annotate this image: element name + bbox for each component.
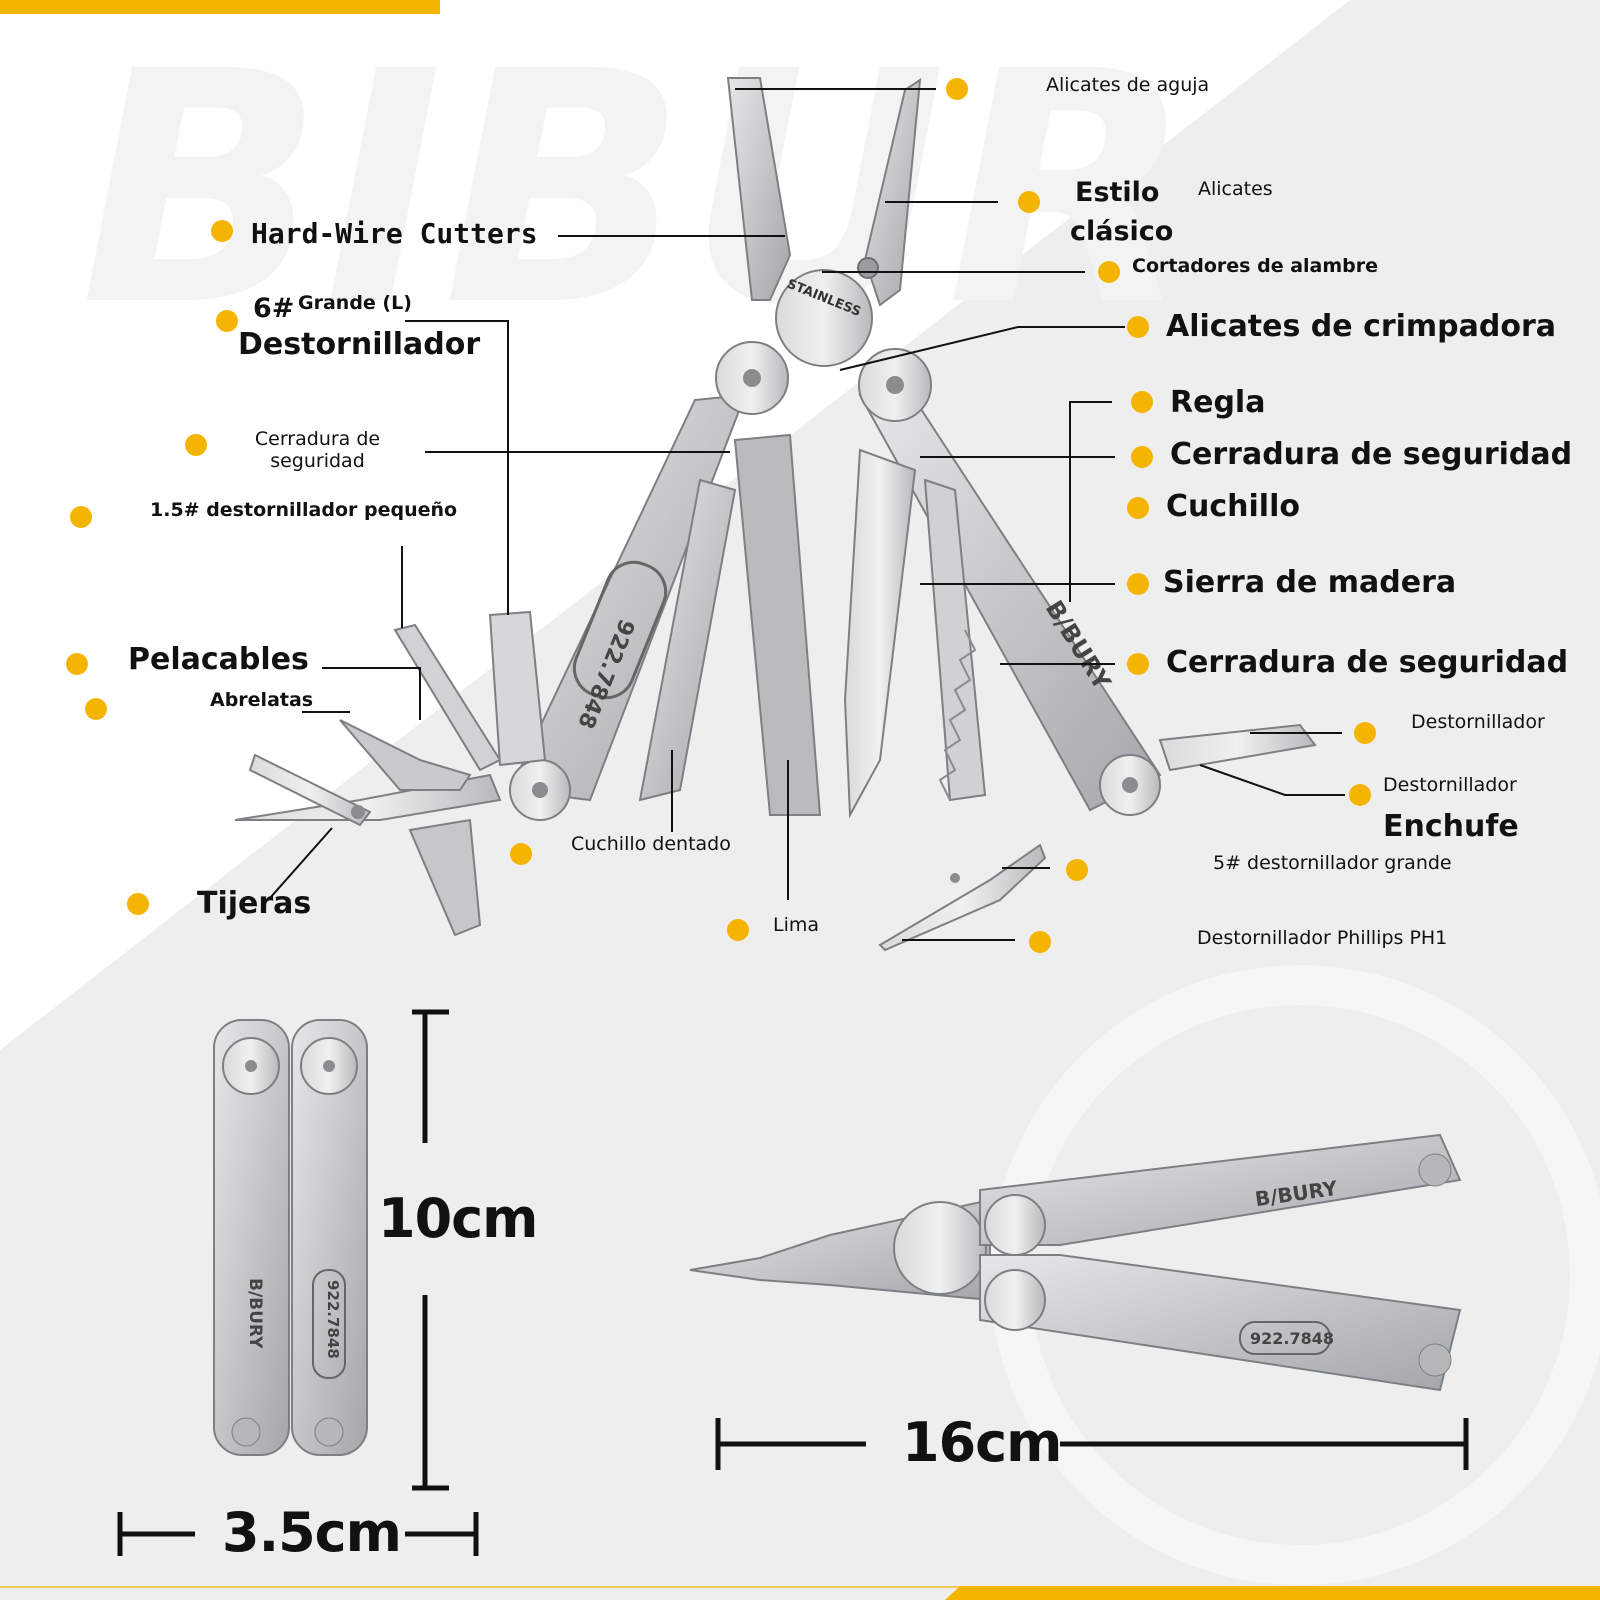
label-pliers: Alicates [1198,178,1273,200]
horizontal-model-number: 922.7848 [1250,1329,1334,1348]
label-needle-nose-pliers: Alicates de aguja [1046,74,1210,96]
label-scissors: Tijeras [197,886,312,921]
dimension-length: 16cm [902,1411,1062,1474]
label-safety-lock-left: Cerradura de seguridad [254,428,381,472]
folded-brand: B/BURY [245,1278,265,1349]
label-knife: Cuchillo [1166,489,1300,524]
label-classic-style-2: clásico [1070,216,1174,247]
label-small-screwdriver: 1.5# destornillador pequeño [150,499,458,521]
label-safety-lock-right-2: Cerradura de seguridad [1166,645,1569,680]
accent-bar-bottom [945,1586,1600,1600]
multitool-closed-horizontal: B/BURY 922.7848 [689,1133,1462,1392]
label-serrated-knife: Cuchillo dentado [571,833,731,855]
label-file: Lima [773,914,820,936]
label-crimping-pliers: Alicates de crimpadora [1166,309,1557,344]
leader-lines [269,88,1345,941]
label-phillips-screwdriver: Destornillador Phillips PH1 [1197,927,1448,949]
callout-dots [66,78,1376,953]
label-wood-saw: Sierra de madera [1163,565,1457,600]
label-wire-cutters: Cortadores de alambre [1132,255,1379,277]
dimension-height: 10cm [378,1187,538,1250]
watermark: BIBUR [80,4,1193,376]
label-socket: Enchufe [1383,809,1519,844]
label-number-6: 6# [253,293,295,324]
label-large: Grande (L) [298,292,412,314]
label-safety-lock-right-1: Cerradura de seguridad [1170,437,1573,472]
label-can-opener: Abrelatas [210,689,314,711]
label-screwdriver-a: Destornillador [1411,711,1545,733]
label-large-screwdriver: 5# destornillador grande [1213,852,1452,874]
label-screwdriver-b: Destornillador [1383,774,1517,796]
label-classic-style: Estilo [1075,177,1160,208]
label-ruler: Regla [1170,385,1266,420]
multitool-folded-vertical: B/BURY 922.7848 [213,1019,368,1456]
label-hard-wire-cutters: Hard-Wire Cutters [251,217,538,250]
label-wire-stripper: Pelacables [128,642,309,677]
label-screwdriver-6: Destornillador [238,327,481,362]
dimension-width: 3.5cm [222,1501,402,1564]
folded-model-number: 922.7848 [324,1280,342,1359]
dimension-markers [117,1009,1469,1556]
